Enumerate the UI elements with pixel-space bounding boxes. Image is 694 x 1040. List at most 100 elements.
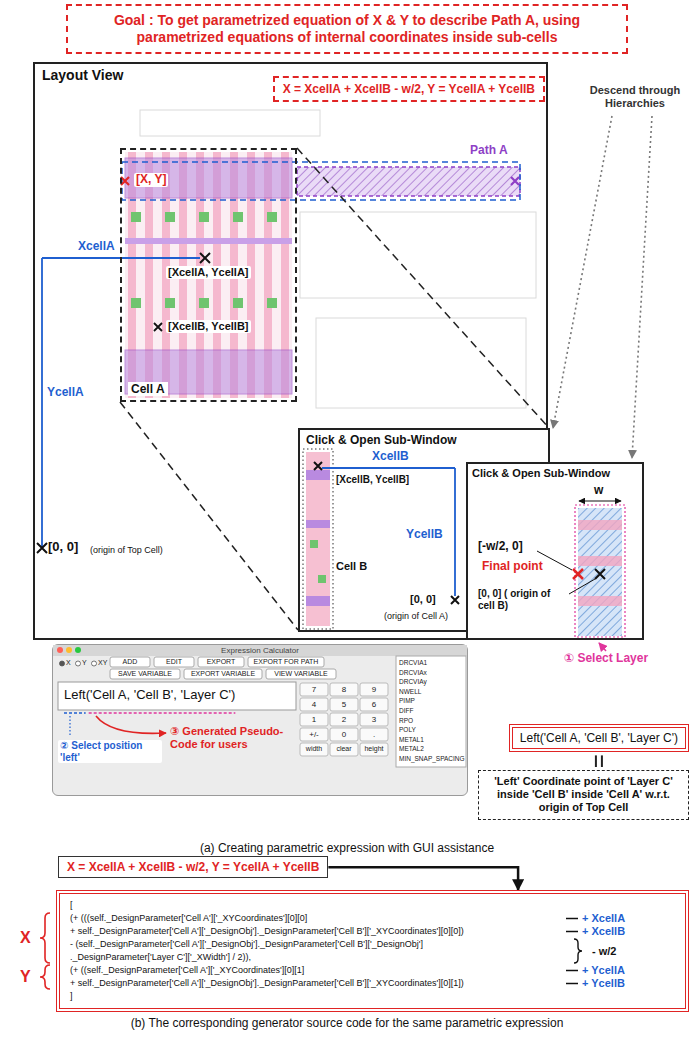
layer-list-item: MIN_SNAP_SPACING: [399, 755, 465, 762]
button-label: SAVE VARIABLE: [110, 670, 180, 678]
axis-label: Y: [20, 968, 31, 986]
radio-label: Y: [82, 659, 87, 667]
key-label: +/-: [300, 730, 328, 739]
illustration-group: [53, 645, 467, 767]
term-annotation: + XcellA: [582, 912, 625, 925]
panel-title: Click & Open Sub-Window: [306, 433, 542, 447]
button-label: EDIT: [154, 658, 194, 666]
equality-mark: [595, 755, 597, 767]
code-line: + self._DesignParameter['Cell A']['_Desi…: [70, 977, 557, 990]
connector-arrow: [328, 867, 518, 890]
coordinate-label: [-w/2, 0]: [478, 540, 523, 554]
width-label: w: [594, 484, 603, 498]
button: [198, 657, 244, 667]
key: [360, 743, 388, 756]
result-box: Left('Cell A, 'Cell B', 'Layer C'): [509, 724, 689, 752]
final-point-label: Final point: [482, 560, 543, 574]
contact: [267, 212, 277, 222]
origin-note: (origin of Cell A): [384, 611, 448, 621]
button-label: EXPORT FOR PATH: [248, 658, 324, 666]
window-title: Expression Calculator: [57, 646, 463, 656]
annotation-dash: [566, 970, 578, 972]
radio-label: X: [66, 659, 71, 667]
code-line: ]: [70, 990, 557, 1003]
x-mark: [595, 569, 605, 579]
background-structure: [300, 212, 536, 298]
poly-stripe: [145, 152, 153, 398]
metal-band: [125, 238, 292, 244]
button-label: EXPORT: [198, 658, 244, 666]
zoom-line: [120, 402, 298, 630]
layer-list-item: METAL2: [399, 745, 424, 752]
goal-box: Goal : To get parametrized equation of X…: [66, 4, 628, 54]
code-line: + self._DesignParameter['Cell A']['_Desi…: [70, 925, 557, 938]
key-label: 3: [360, 715, 388, 724]
dimension-label: YcellB: [406, 528, 443, 542]
background-structure: [316, 318, 526, 408]
key-label: 8: [330, 685, 358, 694]
contact: [131, 298, 141, 308]
key-label: clear: [330, 745, 358, 753]
layer-list-item: NWELL: [399, 688, 421, 695]
key-label: 5: [330, 700, 358, 709]
cell-layer: [125, 152, 292, 398]
layer-list-item: DRCVIAy: [399, 678, 427, 685]
path-outline: [122, 162, 520, 200]
key: [300, 743, 328, 756]
x-mark: [154, 323, 162, 331]
code-line: - (self._DesignParameter['Cell A']['_Des…: [70, 938, 557, 951]
metal-band: [306, 520, 330, 528]
window-button: [66, 647, 72, 653]
contact: [199, 212, 209, 222]
layer-list: [396, 656, 466, 767]
illustration-group: [566, 919, 582, 984]
poly-band: [578, 520, 622, 530]
key-label: 4: [300, 700, 328, 709]
radio-button: [60, 661, 65, 666]
button: [110, 657, 150, 667]
x-mark: [573, 569, 583, 579]
panel-title: Click & Open Sub-Window: [472, 467, 638, 480]
layer-c-outline: [575, 505, 625, 637]
annotation-dash: [566, 918, 578, 920]
leader-line: [569, 579, 595, 594]
key-label: 9: [360, 685, 388, 694]
code-line: (+ ((self._DesignParameter['Cell A']['_X…: [70, 964, 557, 977]
coordinate-label: [XcellB, YcellB]: [166, 320, 251, 333]
button: [110, 669, 180, 679]
pseudo-code-text: Left('Cell A, 'Cell B', 'Layer C'): [520, 731, 678, 745]
dimension-line: [454, 468, 456, 596]
key: [330, 743, 358, 756]
contact: [165, 212, 175, 222]
cell-label: Cell A: [128, 382, 168, 396]
coordinate-label: [XcellA, YcellA]: [166, 266, 251, 279]
button: [266, 669, 336, 679]
key: [300, 728, 328, 741]
background-structure: [140, 110, 320, 136]
origin-label: [0, 0]: [48, 540, 78, 555]
contact: [267, 298, 277, 308]
position-underline: [64, 712, 86, 714]
illustration: [275, 78, 575, 228]
x-mark: [121, 177, 129, 185]
code-line: ._DesignParameter['Layer C']['_XWidth'] …: [70, 951, 557, 964]
expression-field-text: Left('Cell A, 'Cell B', 'Layer C'): [64, 688, 235, 703]
key-label: height: [360, 745, 388, 753]
term-annotation: + YcellB: [582, 977, 625, 990]
metal-band: [125, 158, 292, 198]
dimension-label: XcellB: [372, 450, 409, 464]
metal-band: [306, 596, 330, 606]
curly-brace: [574, 939, 582, 963]
expression-field: [58, 682, 296, 710]
layer-c-strip: [578, 508, 622, 636]
callout-arrow: [599, 643, 606, 651]
dimension-label: YcellA: [47, 386, 84, 400]
step-callout: ① Select Layer: [550, 652, 662, 666]
button-label: EXPORT VARIABLE: [184, 670, 262, 678]
coordinate-label: [XcellB, YcellB]: [336, 474, 409, 486]
code-line: [: [70, 899, 557, 912]
button: [248, 657, 324, 667]
curly-brace: [40, 965, 50, 989]
curly-brace: [40, 913, 50, 963]
poly-stripe: [264, 152, 272, 398]
